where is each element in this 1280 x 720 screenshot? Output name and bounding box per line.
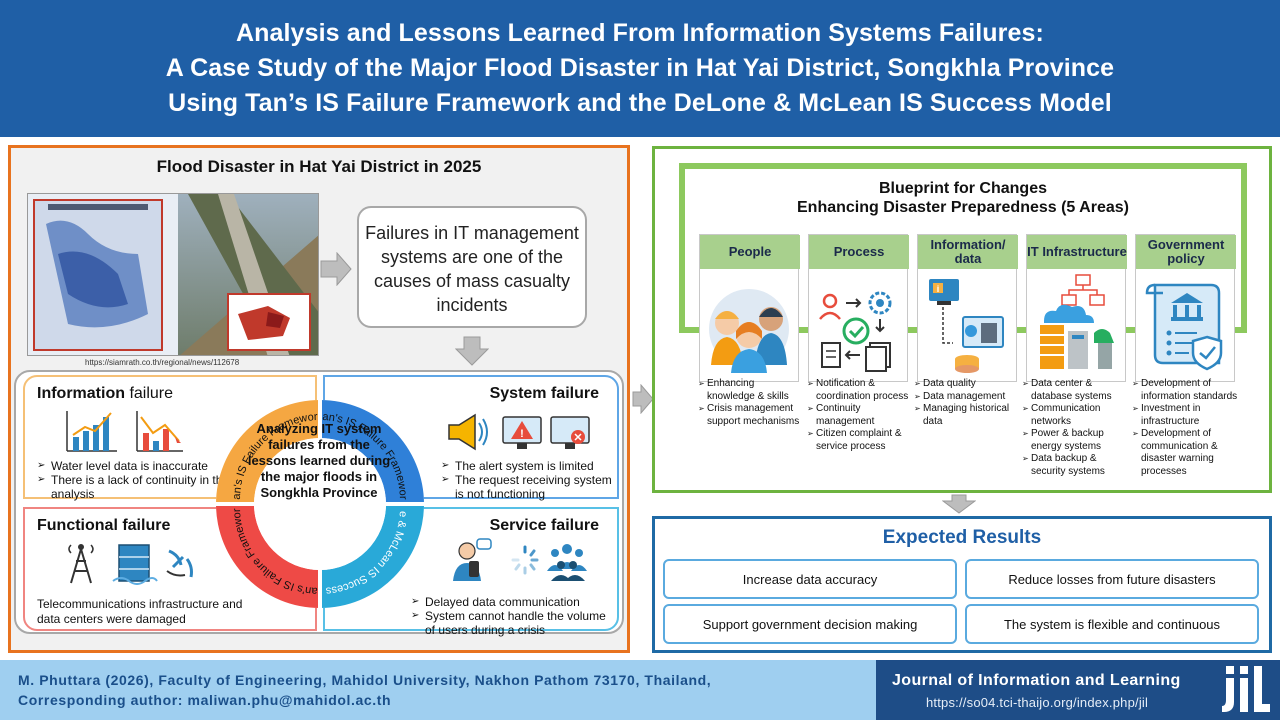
svg-text:!: ! (520, 428, 524, 440)
area-label: People (700, 235, 800, 269)
poster-header: Analysis and Lessons Learned From Inform… (0, 0, 1280, 137)
area-item: Communication networks (1022, 403, 1126, 428)
area-card-information: Information/ data i (917, 234, 1018, 382)
photo-caption: https://siamrath.co.th/regional/news/112… (85, 358, 240, 367)
government-policy-items: Development of information standards Inv… (1132, 378, 1242, 478)
it-infrastructure-items: Data center & database systems Communica… (1022, 378, 1126, 478)
area-label: Information/ data (918, 235, 1018, 269)
process-flow-icon (819, 291, 892, 372)
journal-url[interactable]: https://so04.tci-thaijo.org/index.php/ji… (926, 695, 1149, 710)
blueprint-panel: Blueprint for Changes Enhancing Disaster… (652, 146, 1272, 493)
connector-arrow-icon (632, 384, 654, 414)
journal-footer: Journal of Information and Learning http… (876, 660, 1280, 720)
government-policy-icon (1145, 283, 1223, 371)
expected-results-panel: Expected Results Increase data accuracy … (652, 516, 1272, 653)
area-item: Data backup & security systems (1022, 453, 1126, 478)
down-arrow-icon (455, 336, 489, 366)
area-item: Notification & coordination process (807, 378, 911, 403)
area-item: Development of communication & disaster … (1132, 428, 1242, 478)
people-items: Enhancing knowledge & skills Crisis mana… (698, 378, 802, 428)
process-items: Notification & coordination process Cont… (807, 378, 911, 453)
functional-failure-title: Functional failure (37, 517, 171, 534)
blueprint-title-line-1: Blueprint for Changes (878, 180, 1047, 197)
information-failure-title-a: Information (37, 385, 125, 402)
author-line: M. Phuttara (2026), Faculty of Engineeri… (18, 672, 712, 688)
area-item: Citizen complaint & service process (807, 428, 911, 453)
system-failure-item: The request receiving system is not func… (441, 473, 619, 501)
service-failure-item: System cannot handle the volume of users… (411, 609, 617, 637)
result-item: Increase data accuracy (663, 559, 957, 599)
line-chart-icon (66, 411, 183, 452)
area-label: Government policy (1136, 235, 1236, 269)
system-failure-item: The alert system is limited (441, 459, 619, 473)
author-footer: M. Phuttara (2026), Faculty of Engineeri… (0, 660, 876, 720)
ring-center-text: Analyzing IT system failures from the le… (247, 421, 391, 500)
information-failure-item: Water level data is inaccurate (37, 459, 237, 473)
service-failure-item: Delayed data communication (411, 595, 617, 609)
blueprint-title: Blueprint for Changes Enhancing Disaster… (685, 179, 1241, 217)
area-card-people: People (699, 234, 800, 382)
area-item: Crisis management support mechanisms (698, 403, 802, 428)
information-failure-item: There is a lack of continuity in the ana… (37, 473, 237, 501)
jil-logo-icon (1222, 666, 1270, 712)
information-failure-title-b: failure (125, 385, 174, 402)
area-item: Data center & database systems (1022, 378, 1126, 403)
area-item: Managing historical data (914, 403, 1018, 428)
expected-results-title: Expected Results (882, 527, 1042, 548)
flood-photo (27, 193, 319, 356)
information-items: Data quality Data management Managing hi… (914, 378, 1018, 428)
title-line-2: A Case Study of the Major Flood Disaster… (165, 54, 1115, 82)
system-failure-title: System failure (489, 385, 599, 402)
area-item: Power & backup energy systems (1022, 428, 1126, 453)
area-item: Data quality (914, 378, 1018, 391)
people-group-icon (709, 289, 789, 373)
it-infrastructure-icon (1040, 274, 1114, 369)
service-failure-title: Service failure (489, 517, 599, 534)
service-users-icon (453, 538, 587, 581)
infrastructure-damage-icon (68, 544, 193, 585)
cause-statement-box: Failures in IT management systems are on… (357, 206, 587, 328)
left-panel-title: Flood Disaster in Hat Yai District in 20… (156, 157, 482, 176)
left-panel: Flood Disaster in Hat Yai District in 20… (8, 145, 630, 653)
area-card-process: Process (808, 234, 909, 382)
alert-system-icon: ! (448, 413, 590, 451)
title-line-1: Analysis and Lessons Learned From Inform… (236, 19, 1044, 47)
area-label: IT Infrastructure (1027, 235, 1127, 269)
corresponding-author-line: Corresponding author: maliwan.phu@mahido… (18, 692, 392, 708)
result-item: Reduce losses from future disasters (965, 559, 1259, 599)
area-item: Enhancing knowledge & skills (698, 378, 802, 403)
area-item: Investment in infrastructure (1132, 403, 1242, 428)
journal-name: Journal of Information and Learning (892, 672, 1181, 689)
area-label: Process (809, 235, 909, 269)
area-item: Data management (914, 391, 1018, 404)
blueprint-title-line-2: Enhancing Disaster Preparedness (5 Areas… (797, 199, 1129, 216)
area-card-government-policy: Government policy (1135, 234, 1236, 382)
down-arrow-icon (942, 494, 976, 514)
result-item: The system is flexible and continuous (965, 604, 1259, 644)
information-data-icon: i (929, 279, 1004, 373)
svg-text:i: i (937, 284, 940, 294)
failure-framework-ring: Tan's IS Failure Framework Tan's IS Fail… (210, 382, 424, 608)
area-card-it-infrastructure: IT Infrastructure (1026, 234, 1127, 382)
right-arrow-icon (320, 252, 352, 286)
area-item: Continuity management (807, 403, 911, 428)
result-item: Support government decision making (663, 604, 957, 644)
area-item: Development of information standards (1132, 378, 1242, 403)
functional-failure-text: Telecommunications infrastructure and da… (37, 597, 243, 626)
title-line-3: Using Tan’s IS Failure Framework and the… (168, 89, 1112, 117)
